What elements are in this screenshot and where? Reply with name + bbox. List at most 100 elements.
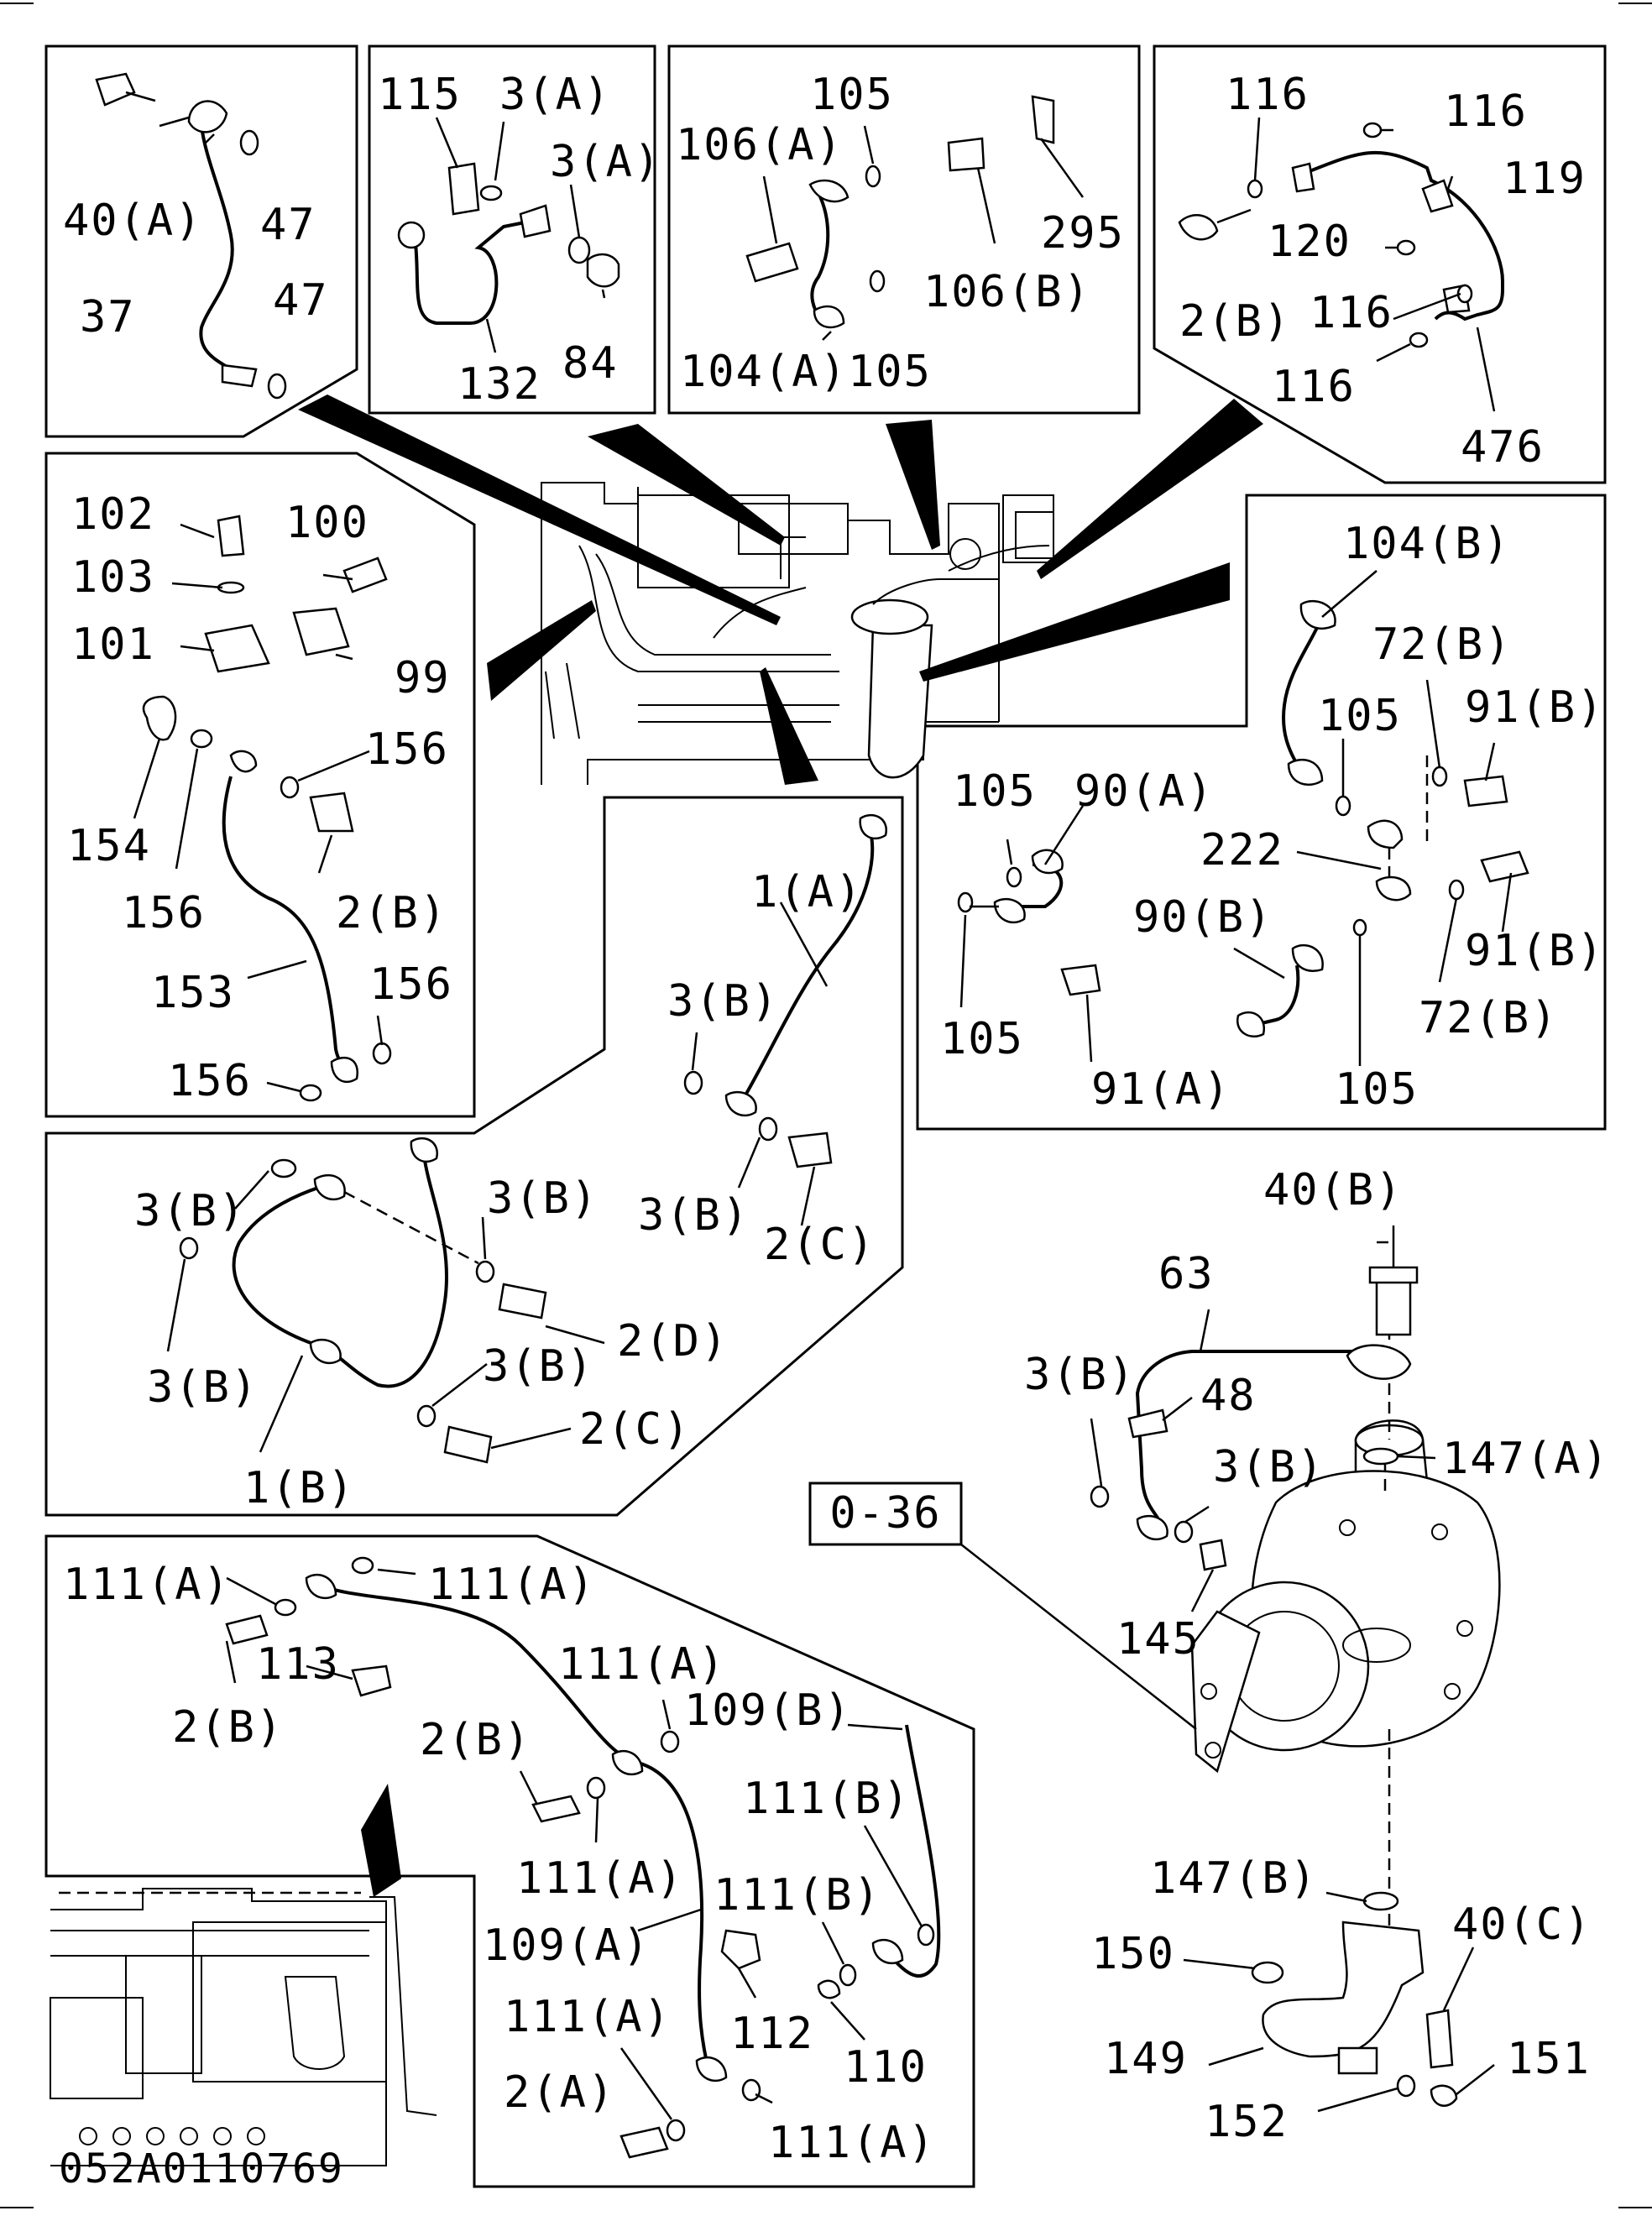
callout-label: 48 <box>1200 1371 1257 1421</box>
callout-label: 147(A) <box>1442 1434 1610 1484</box>
panel-center-drawing <box>166 813 888 1464</box>
callout-label: 222 <box>1200 825 1284 875</box>
panel-bottom-drawing <box>50 1556 941 2166</box>
callout-label: 3(B) <box>667 976 779 1027</box>
callout-label: 1(B) <box>243 1463 355 1513</box>
callout-label: 111(B) <box>714 1870 881 1921</box>
callout-label: 145 <box>1116 1614 1200 1664</box>
turbocharger <box>960 1225 1501 2113</box>
reference-box[interactable]: 0-36 <box>808 1482 963 1546</box>
callout-label: 111(A) <box>558 1639 726 1690</box>
callout-label: 113 <box>256 1639 340 1690</box>
callout-label: 101 <box>71 619 155 670</box>
callout-label: 2(C) <box>764 1220 876 1270</box>
callout-label: 2(B) <box>336 888 447 938</box>
callout-label: 105 <box>848 347 932 397</box>
inset-bolts <box>79 2127 265 2145</box>
callout-label: 111(A) <box>516 1853 684 1904</box>
callout-label: 106(B) <box>923 267 1091 317</box>
callout-label: 3(B) <box>134 1186 246 1236</box>
reference-box-frame[interactable] <box>808 1482 963 1546</box>
callout-label: 120 <box>1268 217 1351 267</box>
callout-label: 109(A) <box>483 1921 651 1971</box>
panel-top-second-drawing <box>397 117 620 353</box>
callout-label: 149 <box>1104 2034 1188 2084</box>
callout-label: 156 <box>365 724 449 775</box>
engine-filter <box>867 624 933 779</box>
callout-label: 91(A) <box>1091 1064 1231 1115</box>
callout-label: 112 <box>730 2009 814 2059</box>
callout-label: 147(B) <box>1150 1853 1318 1904</box>
callout-label: 116 <box>1226 70 1310 120</box>
callout-label: 119 <box>1503 154 1587 204</box>
callout-label: 154 <box>67 821 151 871</box>
callout-label: 3(B) <box>487 1173 599 1224</box>
panel-frames <box>44 44 1607 2188</box>
callout-label: 109(B) <box>684 1685 852 1736</box>
callout-label: 1(A) <box>751 867 863 917</box>
callout-label: 2(B) <box>1179 296 1291 347</box>
callout-label: 3(A) <box>499 70 611 120</box>
callout-label: 3(B) <box>147 1362 259 1413</box>
callout-label: 100 <box>285 498 369 548</box>
callout-label: 91(B) <box>1465 926 1605 976</box>
callout-label: 111(B) <box>743 1774 911 1824</box>
callout-label: 111(A) <box>504 1992 672 2042</box>
callout-label: 102 <box>71 489 155 540</box>
callout-label: 104(A) <box>680 347 848 397</box>
callout-label: 40(B) <box>1263 1165 1404 1215</box>
callout-label: 90(B) <box>1133 892 1273 943</box>
callout-label: 3(B) <box>1024 1350 1136 1400</box>
panel-top-left-drawing <box>95 72 287 400</box>
callout-label: 111(A) <box>428 1560 596 1610</box>
callout-label: 156 <box>369 959 453 1010</box>
callout-label: 115 <box>378 70 462 120</box>
callout-label: 106(A) <box>676 120 844 170</box>
callout-label: 72(B) <box>1372 619 1513 670</box>
callout-label: 47 <box>260 200 316 250</box>
callout-label: 91(B) <box>1465 682 1605 733</box>
callout-label: 105 <box>1335 1064 1419 1115</box>
callout-label: 110 <box>844 2042 928 2093</box>
callout-label: 116 <box>1310 288 1393 338</box>
panel-top-third-drawing <box>745 95 1085 341</box>
crop-marks <box>0 3 1652 2208</box>
callout-label: 156 <box>168 1056 252 1106</box>
callout-label: 105 <box>940 1014 1024 1064</box>
callout-label: 47 <box>273 275 329 326</box>
callout-label: 90(A) <box>1074 766 1215 817</box>
callout-label: 105 <box>810 70 894 120</box>
engine-sketch <box>541 482 1054 785</box>
callout-label: 72(B) <box>1419 993 1559 1043</box>
callout-label: 295 <box>1041 208 1125 259</box>
callout-label: 3(B) <box>483 1341 594 1392</box>
leader-wedges <box>298 395 1263 1897</box>
callout-label: 37 <box>80 292 136 342</box>
callout-label: 104(B) <box>1343 519 1511 569</box>
reference-box-label[interactable]: 0-36 <box>829 1488 941 1539</box>
callout-label: 103 <box>71 552 155 603</box>
callout-label: 116 <box>1444 86 1528 137</box>
callout-label: 153 <box>151 968 235 1018</box>
callout-label: 63 <box>1158 1249 1215 1299</box>
callout-label: 2(B) <box>172 1702 284 1753</box>
callout-label: 40(A) <box>63 196 203 246</box>
callout-label: 2(D) <box>617 1316 729 1367</box>
panel-top-right-drawing <box>1178 117 1504 412</box>
callout-label: 2(C) <box>579 1404 691 1455</box>
callout-label: 111(A) <box>63 1560 231 1610</box>
callout-label: 99 <box>395 653 451 703</box>
callout-label: 156 <box>122 888 206 938</box>
callout-label: 150 <box>1091 1929 1175 1979</box>
figure-code: 052A0110769 <box>59 2145 344 2192</box>
callout-label: 132 <box>457 359 541 410</box>
panel-right-middle-drawing <box>957 570 1529 1066</box>
callout-label: 3(B) <box>638 1190 750 1241</box>
callout-labels: 40(A) 47 37 47 115 3(A) 3(A) 132 84 105 … <box>59 70 1610 2192</box>
bolt-icon <box>95 72 136 107</box>
callout-label: 476 <box>1461 422 1545 473</box>
callout-label: 3(A) <box>550 137 661 187</box>
callout-label: 116 <box>1272 362 1356 412</box>
callout-label: 2(B) <box>420 1715 531 1765</box>
